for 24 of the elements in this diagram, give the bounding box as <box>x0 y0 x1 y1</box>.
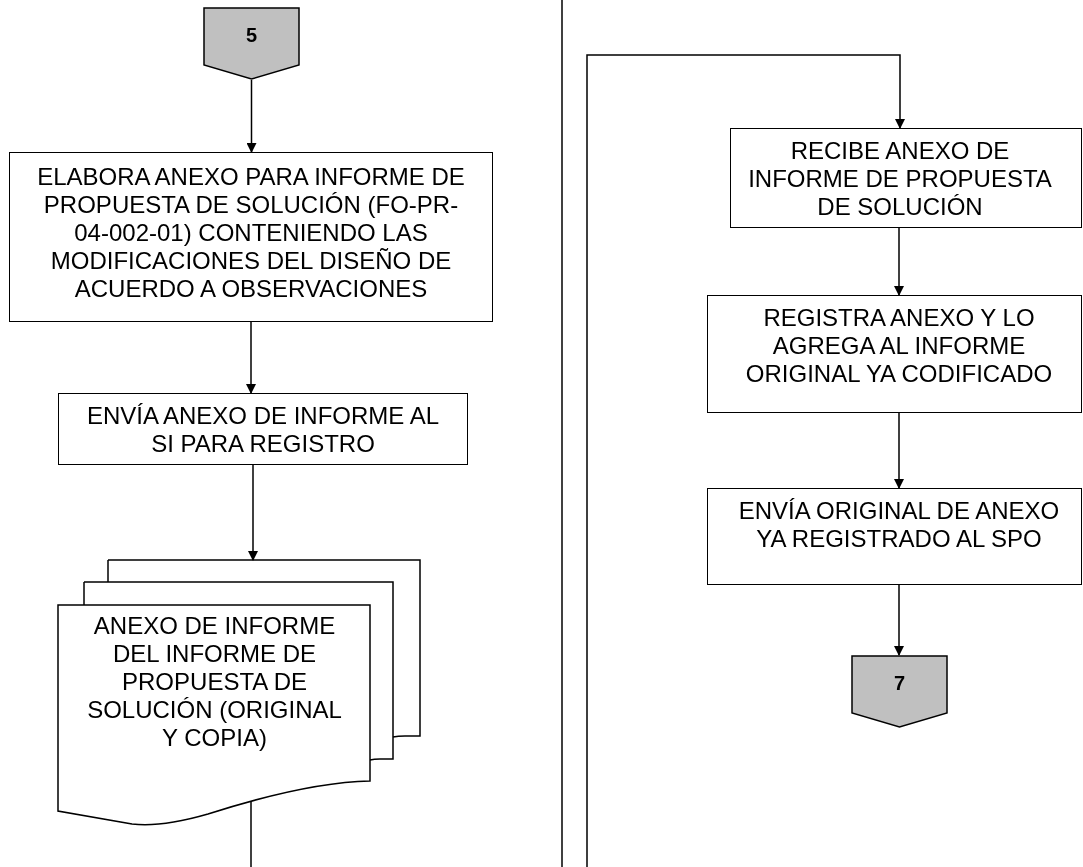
arrow <box>248 464 258 561</box>
process-box <box>58 393 468 465</box>
arrow <box>246 79 257 153</box>
process-box <box>707 295 1082 413</box>
arrow <box>586 54 905 867</box>
step-text: RECIBE ANEXO DE INFORME DE PROPUESTA DE SOLUCIÓN <box>747 137 1053 221</box>
process-box <box>730 128 1082 228</box>
step-text: REGISTRA ANEXO Y LO AGREGA AL INFORME ORIGINAL YA CODIFICADO <box>744 304 1054 388</box>
arrow <box>894 584 904 656</box>
document-text: ANEXO DE INFORME DEL INFORME DE PROPUESTA DE SOLUCIÓN (ORIGINAL Y COPIA) <box>86 612 343 752</box>
off-page-connector <box>203 7 300 80</box>
connector-number: 5 <box>244 23 259 48</box>
arrow <box>246 321 256 394</box>
off-page-connector <box>851 655 948 728</box>
connector-line <box>250 799 252 867</box>
step-text: ENVÍA ORIGINAL DE ANEXO YA REGISTRADO AL SPO <box>737 497 1061 553</box>
process-box <box>707 488 1082 585</box>
connector-number: 7 <box>892 671 907 696</box>
process-box <box>9 152 493 322</box>
arrow <box>894 412 904 489</box>
step-text: ELABORA ANEXO PARA INFORME DE PROPUESTA DE SOLUCIÓN (FO-PR-04-002-01) CONTENIENDO LAS MODIFICACIONES DEL DISEÑO DE ACUERDO A OBSERVACIONES <box>36 163 466 303</box>
step-text: ENVÍA ANEXO DE INFORME AL SI PARA REGISTRO <box>85 402 441 458</box>
document-stack <box>58 560 420 828</box>
arrow <box>894 227 904 296</box>
